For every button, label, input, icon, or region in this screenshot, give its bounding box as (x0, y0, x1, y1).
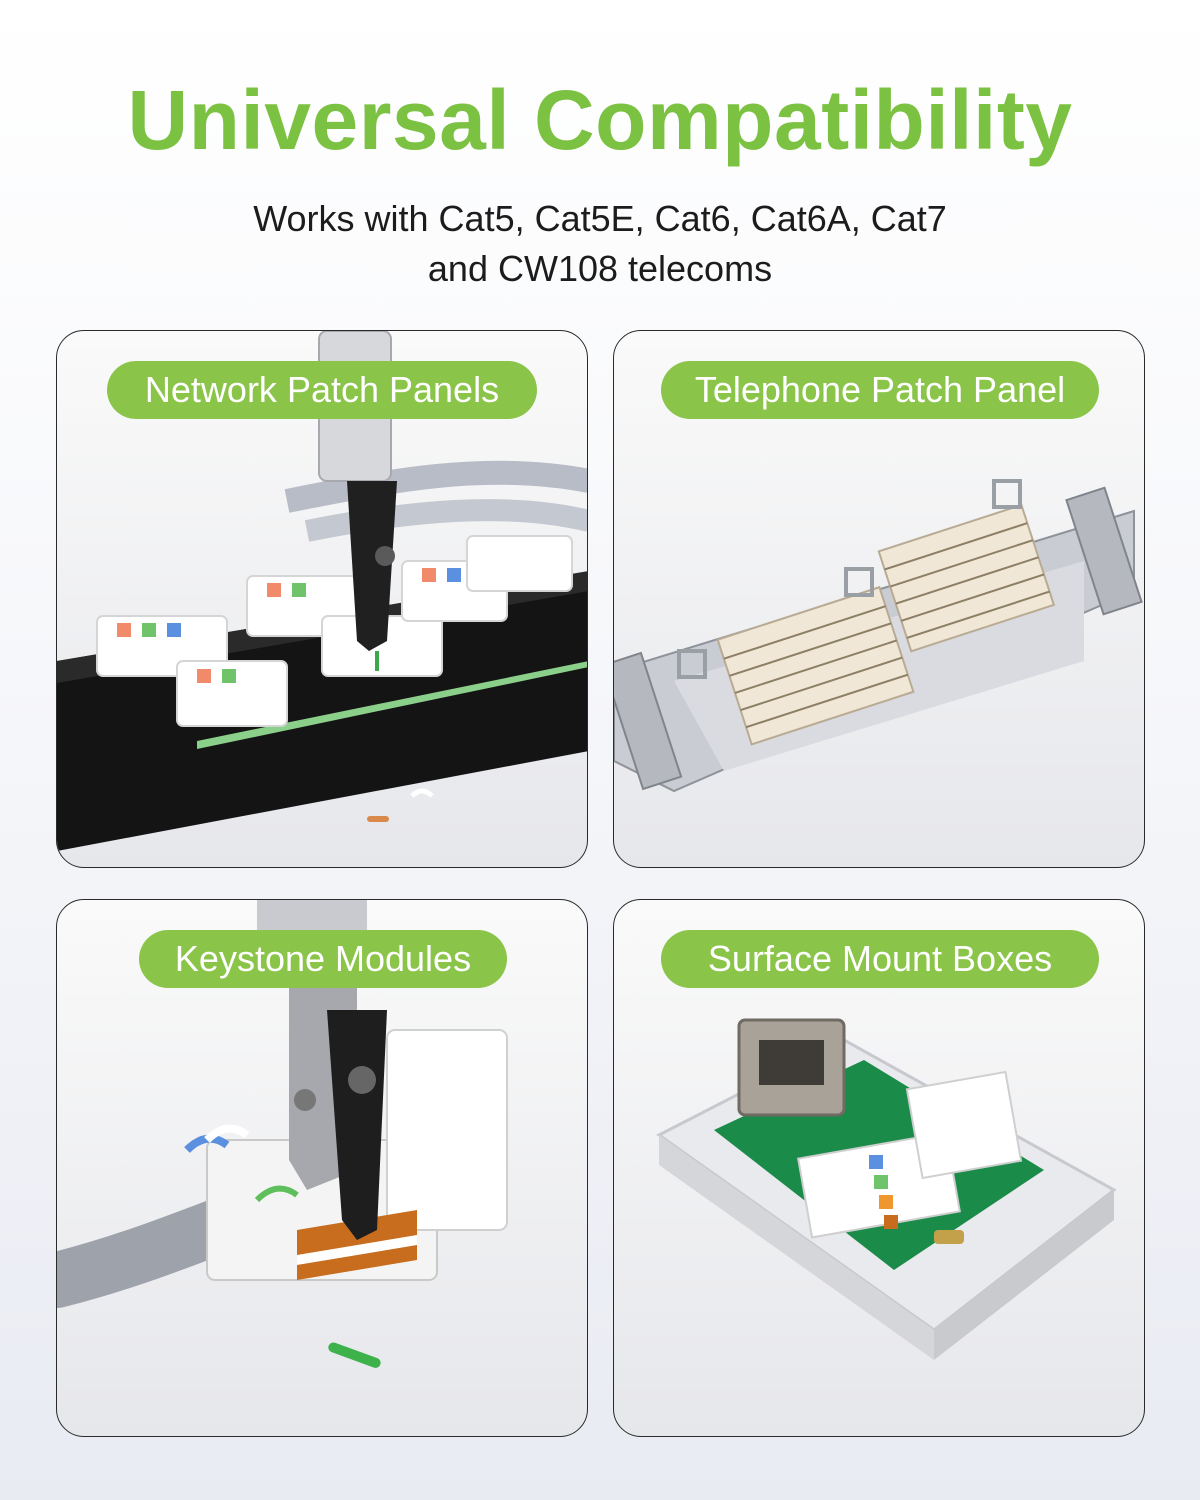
keystone-module-illustration (57, 900, 508, 1368)
card-keystone-modules: Keystone Modules (56, 899, 588, 1437)
card-label-surface-mount-boxes: Surface Mount Boxes (661, 930, 1099, 988)
card-telephone-patch-panel: Telephone Patch Panel (613, 330, 1145, 868)
card-surface-mount-boxes: Surface Mount Boxes (613, 899, 1145, 1437)
card-network-patch-panels: Network Patch Panels (56, 330, 588, 868)
subtitle-line-2: and CW108 telecoms (427, 248, 773, 289)
page-subtitle: Works with Cat5, Cat5E, Cat6, Cat6A, Cat… (200, 194, 1000, 294)
card-label-telephone-patch-panel: Telephone Patch Panel (661, 361, 1099, 419)
subtitle-line-1: Works with Cat5, Cat5E, Cat6, Cat6A, Cat… (253, 198, 947, 239)
surface-mount-box-illustration (656, 1018, 1117, 1360)
card-label-network-patch-panels: Network Patch Panels (107, 361, 537, 419)
telephone-patch-panel-illustration (614, 479, 1143, 793)
card-label-keystone-modules: Keystone Modules (139, 930, 507, 988)
page-title: Universal Compatibility (127, 73, 1073, 167)
